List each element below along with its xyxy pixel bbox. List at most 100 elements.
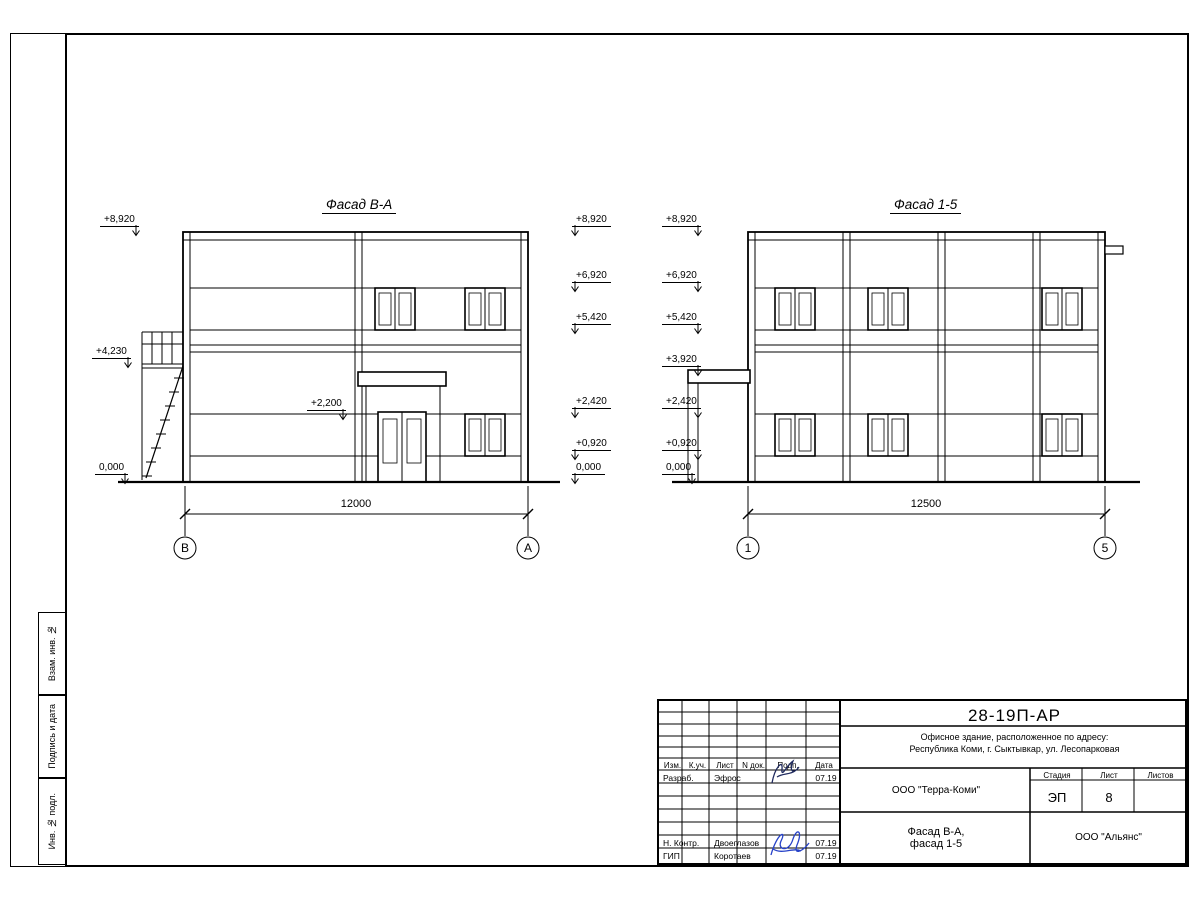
elevation-arrow-icon (571, 225, 579, 237)
project-description-line1: Офисное здание, расположенное по адресу: (920, 732, 1109, 742)
elevation-arrow-icon (571, 323, 579, 335)
drawing-title: Фасад В-А, фасад 1-5 (842, 814, 1030, 861)
role-label: ГИП (663, 851, 680, 861)
elevation-value: +6,920 (576, 270, 607, 281)
person-name: Эфрос (714, 773, 741, 783)
elevation-value: +8,920 (666, 214, 697, 225)
elevation-mark: +8,920 (100, 213, 140, 237)
title-block-grid (659, 701, 1185, 863)
facade-15-dimension-line (736, 486, 1117, 560)
elevation-mark: +6,920 (662, 269, 702, 293)
dimension-value: 12000 (330, 498, 382, 510)
elevation-mark: +0,920 (571, 437, 611, 461)
elevation-mark: +5,420 (571, 311, 611, 335)
sheets-label: Листов (1147, 771, 1174, 780)
facade-ba-fire-escape (141, 331, 184, 480)
elevation-arrow-icon (571, 281, 579, 293)
side-label: Инв. № подл. (47, 793, 57, 850)
facade-15-vent-pipe (1104, 245, 1124, 255)
elevation-mark: 0,000 (571, 461, 606, 485)
elevation-arrow-icon (131, 225, 140, 237)
drawing-title-line2: фасад 1-5 (909, 837, 963, 850)
axis-marker: 1 (744, 541, 752, 555)
sign-date: 07.19 (815, 773, 837, 783)
elevation-mark: +2,420 (571, 395, 611, 419)
dimension-value: 12500 (900, 498, 952, 510)
elevation-value: +5,420 (666, 312, 697, 323)
facade-15-title: Фасад 1-5 (890, 197, 962, 214)
elevation-mark: +8,920 (571, 213, 611, 237)
elevation-arrow-icon (693, 225, 702, 237)
facade-ba-title: Фасад В-А (322, 197, 397, 214)
design-company: ООО "Терра-Коми" (891, 785, 981, 796)
elevation-mark: +5,420 (662, 311, 702, 335)
sheet-label: Лист (1100, 771, 1118, 780)
elevation-value: +8,920 (104, 214, 135, 225)
elevation-arrow-icon (693, 365, 702, 377)
elevation-value: +2,200 (311, 398, 342, 409)
elevation-mark: +0,920 (662, 437, 702, 461)
stage-label: Стадия (1043, 771, 1071, 780)
sheet-inner-frame (65, 33, 1189, 867)
axis-marker: А (523, 541, 532, 555)
signature-scribble (771, 759, 800, 784)
facade-ba-windows (374, 287, 506, 457)
side-label-box: Подпись и дата (38, 695, 66, 778)
elevation-arrow-icon (688, 473, 696, 485)
signature-scribble (770, 831, 810, 856)
client-company: ООО "Альянс" (1075, 832, 1142, 843)
sheet-number: 8 (1105, 790, 1113, 805)
document-number: 28-19П-АР (967, 706, 1062, 725)
project-description-line2: Республика Коми, г. Сыктывкар, ул. Лесоп… (909, 744, 1120, 754)
axis-marker: В (180, 541, 189, 555)
elevation-arrow-icon (693, 323, 702, 335)
elevation-mark: +3,920 (662, 353, 702, 377)
elevation-arrow-icon (338, 409, 347, 421)
elevation-arrow-icon (693, 449, 702, 461)
elevation-arrow-icon (571, 473, 579, 485)
elevation-value: +3,920 (666, 354, 697, 365)
title-block: 28-19П-АР Офисное здание, расположенное … (657, 699, 1187, 865)
side-label-box: Взам. инв. № (38, 612, 66, 695)
elevation-mark: +6,920 (571, 269, 611, 293)
rev-header-ndok: N док. (742, 761, 765, 770)
rev-header-list: Лист (716, 761, 734, 770)
facade-ba-entrance (357, 371, 447, 483)
elevation-mark: 0,000 (95, 461, 129, 485)
sign-date: 07.19 (815, 851, 837, 861)
drawing-title-line1: Фасад В-А, (907, 825, 965, 838)
elevation-value: +2,420 (666, 396, 697, 407)
elevation-arrow-icon (121, 473, 129, 485)
rev-header-izm: Изм. (663, 761, 682, 770)
sign-date: 07.19 (815, 838, 837, 848)
person-name: Двоеглазов (714, 838, 760, 848)
elevation-arrow-icon (571, 449, 579, 461)
elevation-mark: +2,200 (307, 397, 347, 421)
facade-15-side-porch (687, 369, 751, 482)
rev-header-kuch: К.уч. (688, 761, 707, 770)
axis-marker: 5 (1101, 541, 1109, 555)
elevation-value: +2,420 (576, 396, 607, 407)
facade-ba-dimension-line (173, 486, 540, 560)
rev-header-data: Дата (815, 761, 833, 770)
elevation-arrow-icon (571, 407, 579, 419)
side-label: Подпись и дата (47, 704, 57, 769)
elevation-arrow-icon (693, 407, 702, 419)
elevation-arrow-icon (693, 281, 702, 293)
elevation-value: +0,920 (666, 438, 697, 449)
role-label: Н. Контр. (663, 838, 700, 848)
elevation-mark: +2,420 (662, 395, 702, 419)
elevation-mark: +8,920 (662, 213, 702, 237)
person-name: Коротаев (714, 851, 751, 861)
elevation-value: 0,000 (666, 462, 692, 473)
stage-value: ЭП (1047, 790, 1067, 805)
side-label-box: Инв. № подл. (38, 778, 66, 865)
elevation-value: +6,920 (666, 270, 697, 281)
elevation-value: +8,920 (576, 214, 607, 225)
elevation-value: 0,000 (576, 462, 602, 473)
side-label: Взам. инв. № (47, 625, 57, 682)
elevation-value: +0,920 (576, 438, 607, 449)
role-label: Разраб. (663, 773, 694, 783)
